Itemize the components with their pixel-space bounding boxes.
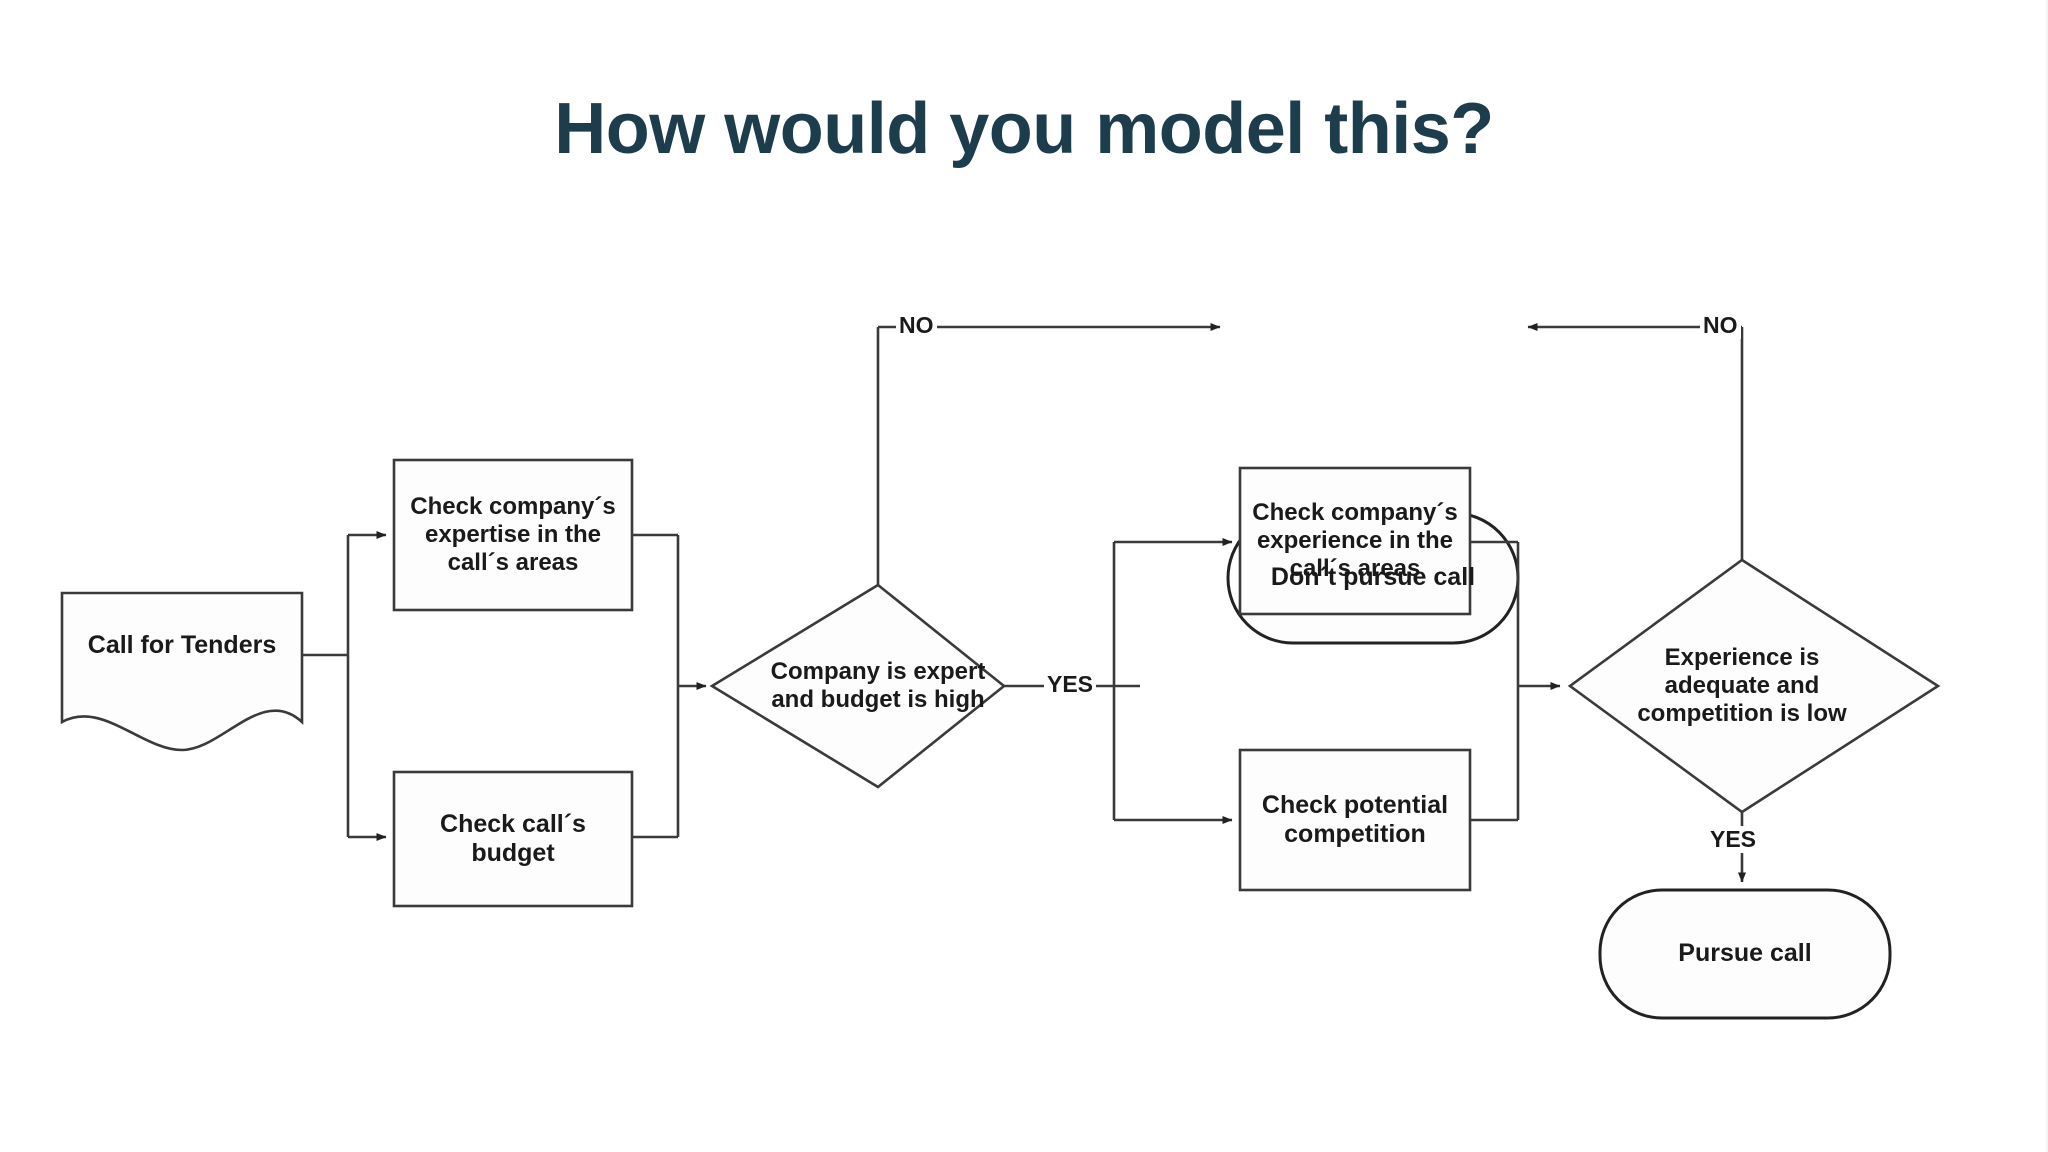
shape-decision-experience-competition: [1567, 558, 1941, 814]
shape-check-expertise: [392, 458, 634, 612]
shape-check-experience: [1238, 466, 1472, 616]
flowchart-svg: [60, 323, 1941, 1020]
shape-check-budget: [392, 770, 634, 908]
slide-right-edge-band: [2046, 0, 2048, 1152]
page-title: How would you model this?: [554, 89, 1494, 169]
shape-call-for-tenders: [60, 591, 304, 752]
shape-pursue-call: [1598, 888, 1892, 1020]
shape-decision-expert-budget: [709, 583, 1007, 789]
shape-check-competition: [1238, 748, 1472, 892]
flowchart-canvas: Call for Tenders Check company´s experti…: [0, 230, 2048, 1070]
